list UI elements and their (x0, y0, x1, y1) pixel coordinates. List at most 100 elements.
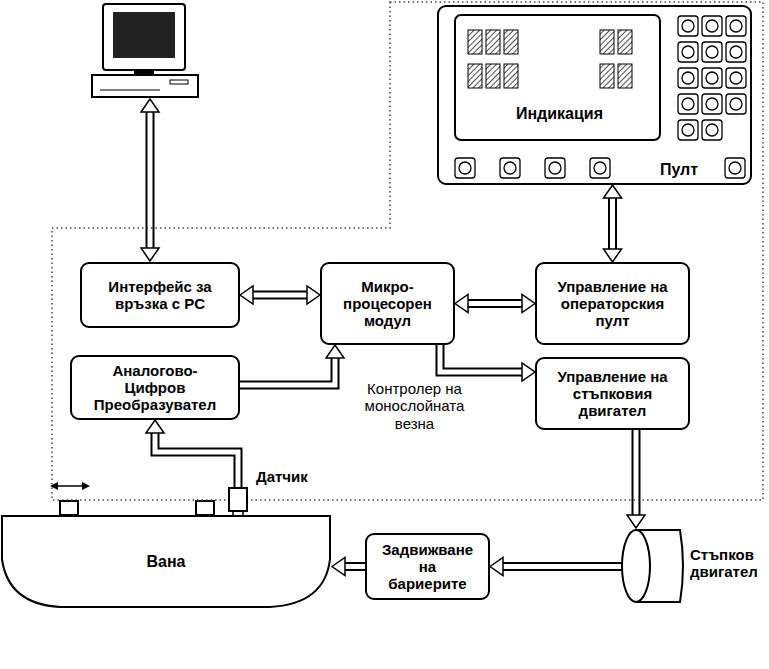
panel-button (678, 94, 698, 114)
panel-button (726, 94, 746, 114)
barrier-motion-arrow (56, 485, 84, 487)
digit-segment (600, 30, 614, 54)
arrow-head (522, 295, 535, 313)
arrow-outline (252, 291, 308, 300)
pc-computer (103, 4, 185, 70)
panel-button (702, 94, 722, 114)
pc-computer (92, 4, 198, 97)
panel-button (706, 98, 718, 110)
digit-segment (504, 30, 518, 54)
arrow-body (610, 197, 615, 250)
arrow-outline (467, 299, 523, 308)
digit-segment (504, 64, 518, 88)
panel-button (726, 16, 746, 36)
arrow-body (634, 430, 639, 516)
arrow-outline (344, 562, 365, 571)
node-label: Индикация (457, 105, 662, 123)
barrier-motion-arrow (50, 482, 90, 490)
panel-button (726, 68, 746, 88)
pc-computer (113, 12, 175, 58)
panel-button (590, 158, 610, 178)
panel-button (730, 20, 742, 32)
hollow-arrow (490, 558, 622, 576)
panel-button (702, 42, 722, 62)
barrier-motion-arrow (50, 482, 58, 490)
arrow-head (627, 515, 645, 528)
panel-button (706, 72, 718, 84)
panel-button (545, 158, 565, 178)
barrier (196, 501, 214, 515)
pc-computer (100, 90, 160, 91)
barrier-motion-arrow (82, 482, 90, 490)
panel-button (706, 46, 718, 58)
node-label: Вана (146, 553, 185, 571)
pc-link-arrow (141, 99, 159, 112)
arrow-body (467, 301, 523, 306)
node-label: Пулт (653, 161, 705, 179)
arrow-body (344, 564, 365, 569)
pc-link-arrow (141, 99, 159, 261)
panel-button (682, 124, 694, 136)
arrow-outline (240, 357, 335, 385)
hollow-arrow (440, 345, 535, 381)
controller-region: ИндикацияПултИнтерфейс за връзка с PC Мик… (50, 0, 766, 503)
hollow-arrow (240, 345, 344, 385)
panel-button (500, 158, 520, 178)
panel-button (730, 46, 742, 58)
digit-segment (486, 64, 500, 88)
panel-button (549, 162, 561, 174)
digit-segment (468, 30, 632, 88)
panel-button (702, 120, 722, 140)
process-box: Аналогово- Цифров Преобразувател (70, 355, 240, 420)
arrow-outline (502, 562, 622, 571)
hollow-arrow (332, 558, 365, 576)
digit-segment (618, 30, 632, 54)
barrier (60, 501, 78, 515)
panel-button (706, 20, 718, 32)
panel-button (726, 42, 746, 62)
panel-button (594, 162, 606, 174)
digit-segment (468, 64, 482, 88)
digit-segment (486, 30, 500, 54)
process-box: Задвижване на бариерите (365, 533, 490, 600)
arrow-head (455, 295, 468, 313)
node-label: Управление на операторския пулт (547, 278, 678, 330)
node-label: Контролер на монослойната везна (352, 380, 477, 432)
panel-button (455, 16, 746, 178)
panel-button (706, 124, 718, 136)
arrow-head (326, 345, 344, 358)
arrow-head (332, 558, 345, 576)
panel-button (682, 72, 694, 84)
arrow-head (146, 420, 164, 433)
operator-panel: ИндикацияПулт (437, 5, 752, 185)
stepper-motor: Стъпков двигател (620, 528, 685, 604)
panel-button (730, 98, 742, 110)
hollow-arrow (455, 295, 535, 313)
panel-button (702, 68, 722, 88)
arrow-outline (632, 430, 641, 516)
panel-button (678, 68, 698, 88)
process-box: Микро- процесорен модул (320, 262, 455, 345)
panel-button (682, 98, 694, 110)
pc-link-arrow (141, 248, 159, 261)
process-box: Управление на стъпковия двигател (535, 357, 690, 430)
pc-computer (92, 75, 198, 97)
panel-button (682, 20, 694, 32)
process-box: Управление на операторския пулт (535, 262, 690, 345)
process-box: Интерфейс за връзка с PC (80, 262, 240, 328)
pc-computer (170, 80, 188, 84)
arrow-body (502, 564, 622, 569)
panel-button (455, 158, 475, 178)
node-label: Управление на стъпковия двигател (551, 368, 674, 420)
hollow-arrow (146, 420, 238, 487)
node-label: Датчик (256, 468, 326, 485)
stepper-motor-outline (620, 528, 685, 604)
trough: Вана (0, 514, 332, 610)
arrow-outline (155, 432, 238, 487)
panel-button (504, 162, 516, 174)
panel-button (678, 42, 698, 62)
panel-button (678, 16, 698, 36)
node-label: Аналогово- Цифров Преобразувател (92, 362, 218, 414)
node-label: Интерфейс за връзка с PC (96, 278, 224, 313)
